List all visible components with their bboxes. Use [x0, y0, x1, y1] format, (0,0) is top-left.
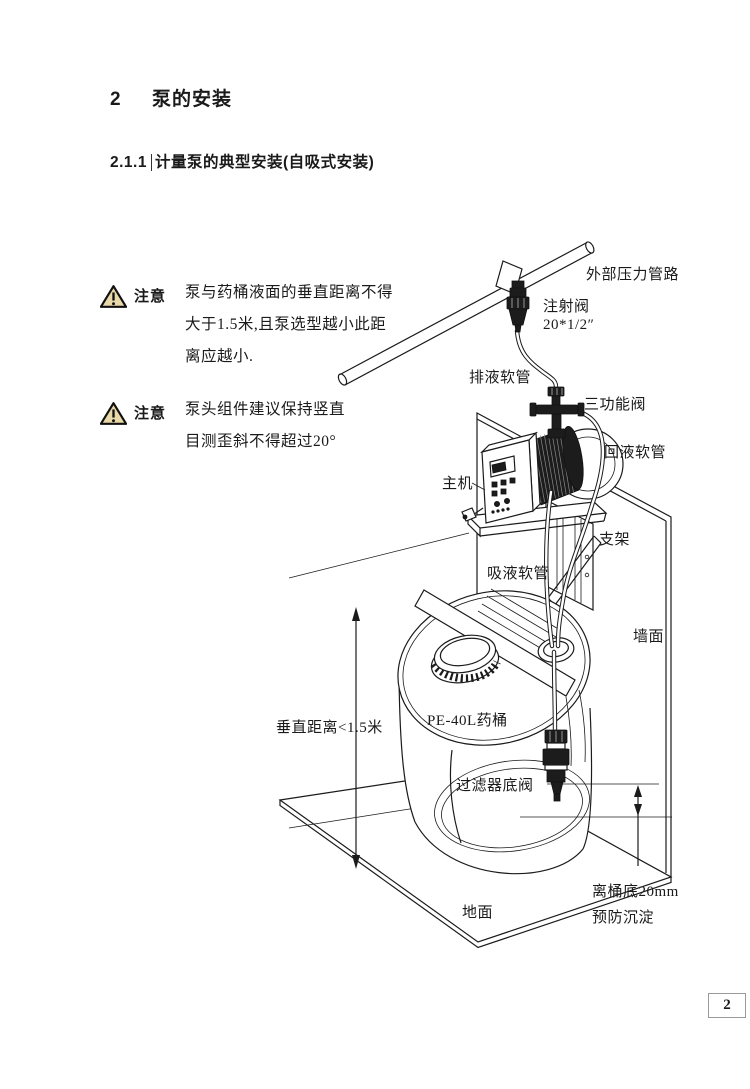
- label-ground: 地面: [462, 905, 494, 921]
- cutaway-edge: [449, 749, 462, 844]
- label-injection-valve-spec: 20*1/2″: [543, 317, 595, 333]
- label-return-hose: 回液软管: [604, 445, 667, 461]
- label-barrel: PE-40L药桶: [427, 713, 508, 729]
- return-hose: [555, 408, 606, 649]
- chemical-barrel: [397, 588, 593, 875]
- page-number: 2: [708, 993, 746, 1018]
- label-suction-hose: 吸液软管: [487, 566, 550, 582]
- main-unit-leader: [471, 482, 486, 491]
- caution-text: 泵头组件建议保持竖直 目测歪斜不得超过20°: [185, 401, 346, 450]
- label-injection-valve: 注射阀: [543, 299, 590, 315]
- chapter-title: 泵的安装: [152, 89, 233, 110]
- section-number: 2.1.1: [110, 154, 147, 171]
- caution-label: 注意: [134, 288, 167, 305]
- bottom-clearance-dimension: [520, 783, 672, 866]
- label-external-pipe: 外部压力管路: [586, 267, 680, 283]
- pump-knob-small: [493, 500, 500, 507]
- lid-channel: [414, 589, 576, 697]
- pump-knob-small: [503, 497, 510, 504]
- vertical-distance-arrow: [352, 607, 360, 869]
- pump-button: [491, 481, 498, 488]
- label-wall: 墙面: [633, 629, 665, 645]
- label-bottom-clearance: 离桶底20mm: [592, 884, 679, 900]
- three-function-valve: [529, 386, 585, 439]
- screw-cap: [430, 634, 501, 684]
- chapter-heading: 2 泵的安装: [110, 84, 232, 111]
- pump-button: [500, 479, 507, 486]
- pump-button: [500, 488, 507, 495]
- section-title: 计量泵的典型安装(自吸式安装): [150, 154, 375, 171]
- pump-button: [509, 477, 516, 484]
- pump-control-panel: [481, 439, 534, 524]
- warning-triangle-icon: [99, 401, 128, 426]
- label-vertical-distance: 垂直距离<1.5米: [276, 720, 383, 736]
- label-drain-hose: 排液软管: [469, 370, 532, 386]
- label-sediment-note: 预防沉淀: [592, 910, 655, 926]
- suction-hose: [544, 489, 558, 733]
- filter-foot-valve: [542, 729, 570, 802]
- barrel-interior-bottom: [434, 759, 590, 853]
- chapter-number: 2: [110, 89, 122, 110]
- label-three-function-valve: 三功能阀: [584, 397, 647, 413]
- caution-text: 泵与药桶液面的垂直距离不得 大于1.5米,且泵选型越小此距 离应越小.: [185, 284, 394, 365]
- label-main-unit: 主机: [442, 476, 474, 492]
- suction-port: [537, 637, 575, 663]
- metering-pump: [461, 425, 624, 524]
- label-bracket: 支架: [599, 532, 631, 548]
- injection-valve: [506, 280, 530, 333]
- label-filter-foot-valve: 过滤器底阀: [456, 778, 534, 794]
- pump-button: [491, 490, 498, 497]
- drain-hose: [514, 328, 559, 390]
- caution-label: 注意: [134, 405, 167, 422]
- warning-triangle-icon: [99, 284, 128, 309]
